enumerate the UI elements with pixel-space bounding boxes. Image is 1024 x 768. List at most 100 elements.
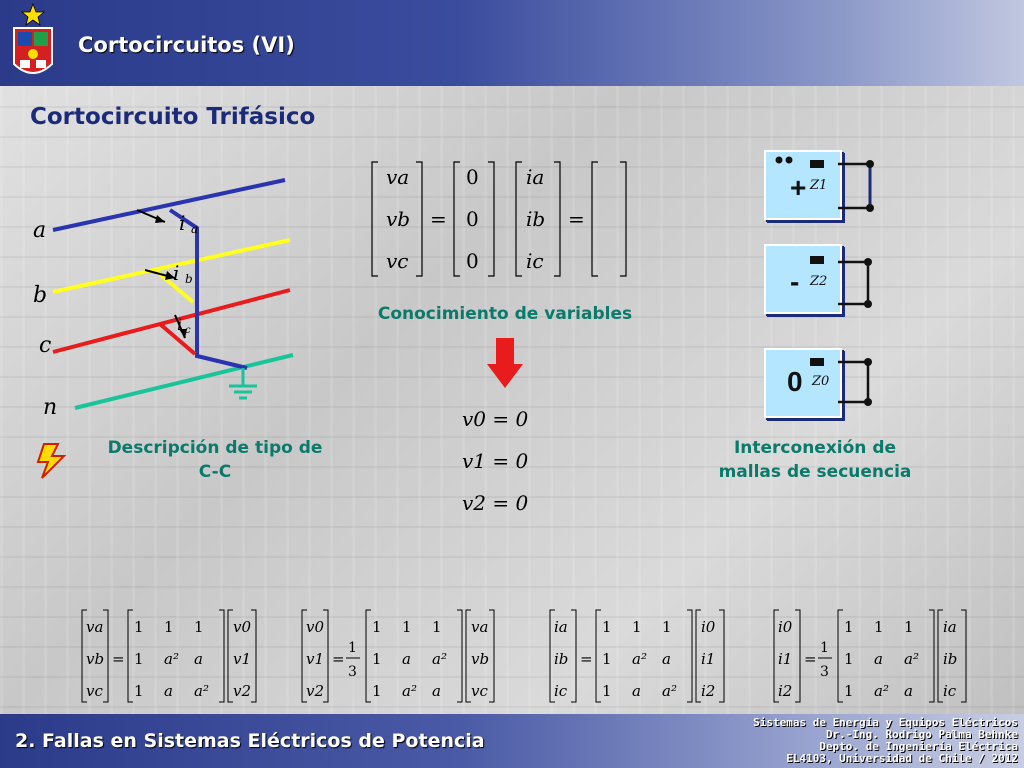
matrix-vb: vb (386, 207, 410, 231)
lhs-entry: v0 (306, 618, 324, 636)
matrix-cell: 1 (844, 650, 854, 668)
matrix-cell: 1 (134, 682, 144, 700)
lhs-entry: ia (554, 618, 568, 636)
matrix-cell: 1 (372, 618, 382, 636)
lhs-entry: i2 (778, 682, 792, 700)
short-bridge (168, 208, 248, 370)
matrix-cell: a (432, 682, 441, 700)
rhs-entry: ic (943, 682, 957, 700)
matrix-zero-3: 0 (466, 249, 479, 273)
negative-sign: - (790, 266, 800, 297)
phase-c-label: c (39, 333, 51, 358)
caption-interconnection: Interconexión de mallas de secuencia (718, 438, 912, 482)
matrix-cell: a² (432, 650, 447, 668)
matrix-zero-1: 0 (466, 165, 479, 189)
rhs-entry: i1 (701, 650, 715, 668)
header-title: Cortocircuitos (VI) (78, 33, 295, 57)
matrix-cell: a² (632, 650, 647, 668)
rhs-entry: vb (471, 650, 489, 668)
sequence-wiring (775, 156, 874, 406)
factor-denominator: 3 (820, 664, 829, 680)
svg-text:b: b (185, 272, 193, 286)
section-title: Cortocircuito Trifásico (30, 104, 316, 130)
zero-sign: 0 (787, 366, 803, 397)
caption-knowledge: Conocimiento de variables (377, 304, 633, 324)
matrix-cell: 1 (432, 618, 442, 636)
matrix-cell: 1 (602, 618, 612, 636)
factor-numerator: 1 (820, 640, 829, 656)
matrix-va: va (386, 165, 409, 189)
negative-sequence-net (764, 244, 842, 314)
current-ia-label: i (179, 211, 185, 235)
matrix-cell: 1 (372, 682, 382, 700)
matrix-cell: 1 (134, 618, 144, 636)
phase-b-line (52, 238, 291, 294)
bridge-c (158, 322, 197, 356)
lhs-entry: ic (554, 682, 568, 700)
rhs-entry: ib (943, 650, 957, 668)
rhs-entry: i2 (701, 682, 715, 700)
matrix-cell: a (402, 650, 411, 668)
matrix-cell: 1 (372, 650, 382, 668)
matrix-cell: a² (662, 682, 677, 700)
equals-sign: = (804, 650, 817, 668)
matrix-cell: a (164, 682, 173, 700)
main-matrix-equation: va vb vc = 0 0 0 ia ib ic = (371, 161, 627, 277)
lhs-entry: ib (554, 650, 568, 668)
current-ib-label: i (173, 261, 179, 285)
matrix-cell: 1 (194, 618, 204, 636)
matrix-cell: a (874, 650, 883, 668)
v0-result: v0 = 0 (462, 407, 529, 431)
rhs-entry: v0 (233, 618, 251, 636)
matrix-cell: 1 (164, 618, 174, 636)
matrix-cell: 1 (402, 618, 412, 636)
zero-sequence-net (764, 348, 842, 418)
svg-text:c: c (185, 325, 191, 336)
z2-label: Z2 (810, 274, 828, 289)
matrix-ic: ic (526, 249, 544, 273)
matrix-cell: a² (904, 650, 919, 668)
current-ic-label: i (177, 315, 182, 334)
matrix-cell: a (904, 682, 913, 700)
matrix-cell: a (632, 682, 641, 700)
factor-numerator: 1 (348, 640, 357, 656)
v1-result: v1 = 0 (462, 449, 529, 473)
z0-label: Z0 (812, 374, 830, 389)
matrix-cell: 1 (874, 618, 884, 636)
matrix-cell: 1 (904, 618, 914, 636)
rhs-entry: v2 (233, 682, 251, 700)
matrix-cell: a² (874, 682, 889, 700)
lhs-entry: vc (86, 682, 103, 700)
matrix-equals-1: = (430, 207, 447, 231)
matrix-zero-2: 0 (466, 207, 479, 231)
matrix-cell: 1 (602, 650, 612, 668)
svg-text:a: a (191, 222, 198, 236)
v2-result: v2 = 0 (462, 491, 529, 515)
equals-sign: = (580, 650, 593, 668)
matrix-cell: 1 (844, 618, 854, 636)
phase-a-label: a (33, 218, 46, 243)
phase-n-label: n (43, 395, 57, 420)
lhs-entry: v2 (306, 682, 324, 700)
rhs-entry: i0 (701, 618, 716, 636)
matrix-vc: vc (386, 249, 409, 273)
footer-course-title: 2. Fallas en Sistemas Eléctricos de Pote… (15, 730, 485, 752)
rhs-entry: v1 (233, 650, 251, 668)
rhs-entry: vc (471, 682, 488, 700)
matrix-cell: a (194, 650, 203, 668)
matrix-cell: 1 (134, 650, 144, 668)
lhs-entry: vb (86, 650, 104, 668)
equals-sign: = (332, 650, 345, 668)
matrix-cell: a² (164, 650, 179, 668)
rhs-entry: ia (943, 618, 957, 636)
z1-label: Z1 (810, 178, 828, 193)
down-arrow-icon (487, 338, 523, 388)
matrix-cell: a² (194, 682, 209, 700)
phase-c-line (52, 288, 291, 354)
phase-n-line (74, 353, 294, 410)
matrix-cell: 1 (632, 618, 642, 636)
matrix-equals-2: = (568, 207, 585, 231)
lhs-entry: va (86, 618, 103, 636)
